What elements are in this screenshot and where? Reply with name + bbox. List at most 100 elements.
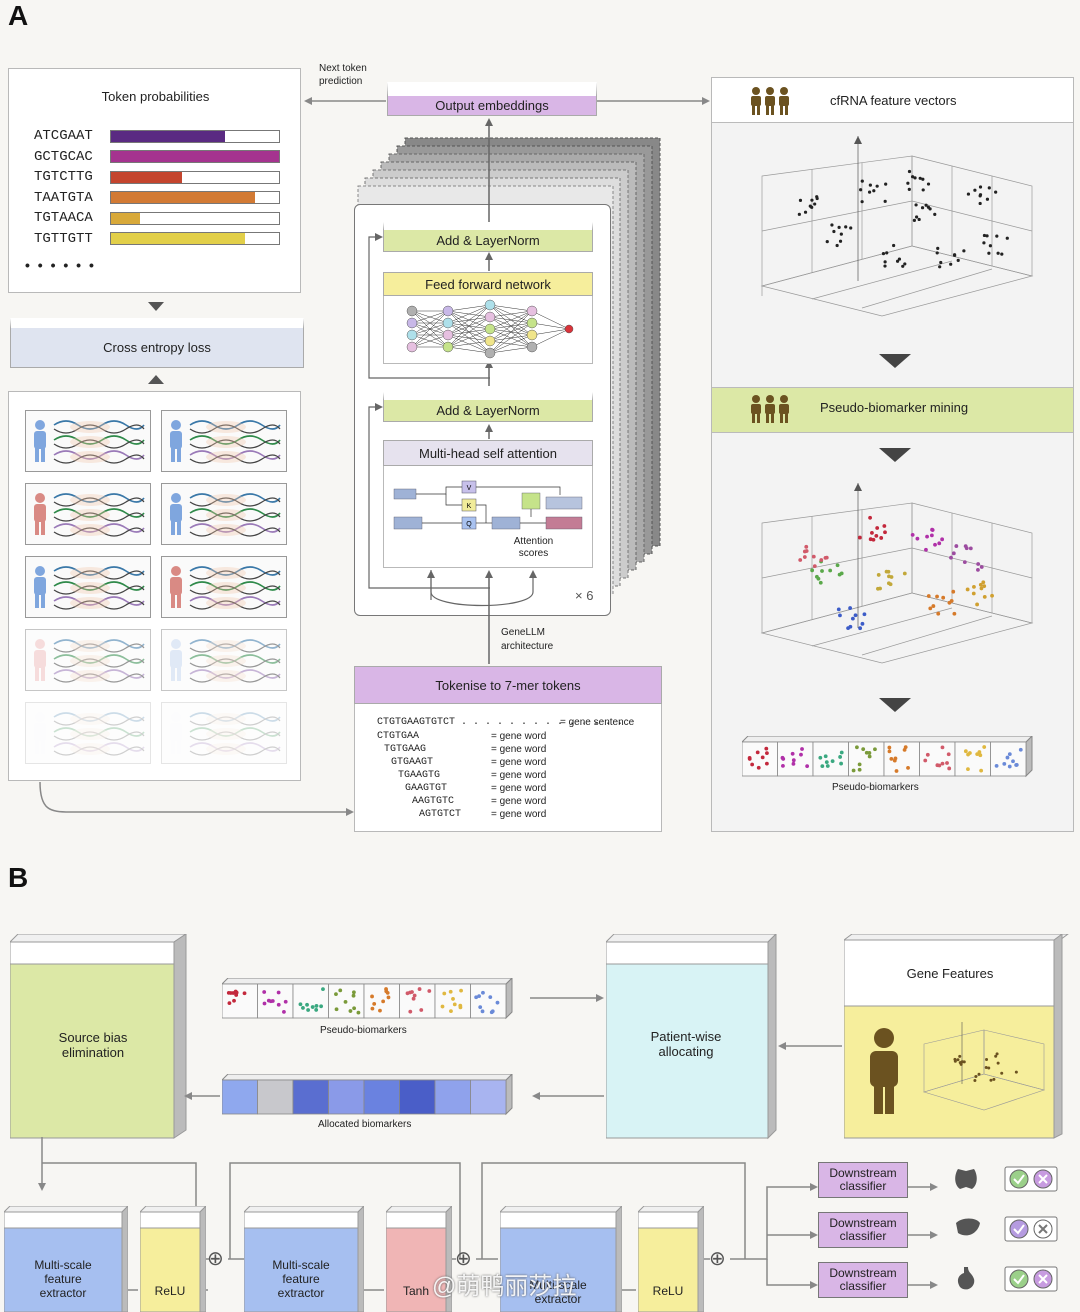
next-token-label: Next token prediction	[319, 63, 367, 87]
people-icon	[751, 87, 789, 115]
mini-scatter	[922, 1022, 1046, 1111]
token-row: ATCGAAT	[34, 128, 280, 144]
source-bias-label: Source bias elimination	[58, 1030, 128, 1060]
result-check-icons	[1004, 1166, 1058, 1192]
sample-cell	[25, 702, 151, 764]
panel-b-arrows	[184, 994, 842, 1100]
probability-bar	[110, 232, 280, 245]
lungs-icon	[955, 1169, 977, 1189]
tokenise-label: Tokenise to 7-mer tokens	[435, 677, 581, 693]
probability-fill	[111, 151, 279, 162]
probability-fill	[111, 130, 226, 142]
sample-cell	[25, 483, 151, 545]
gene-word: GTGAAGT	[391, 757, 434, 768]
token-label: ATCGAAT	[34, 128, 93, 144]
liver-icon	[956, 1218, 980, 1236]
k-label: K	[467, 503, 472, 510]
add-layernorm-bottom: Add & LayerNorm	[383, 392, 593, 422]
token-ellipsis: • • • • • •	[25, 257, 96, 273]
gene-word-eq: = gene word	[491, 770, 547, 781]
gene-word-eq: = gene word	[491, 783, 547, 794]
mhsa-box: Multi-head self attention V K Q Attentio…	[383, 440, 593, 568]
cross-entropy-label: Cross entropy loss	[103, 340, 211, 355]
cross-entropy-box: Cross entropy loss	[10, 318, 304, 368]
down-arrow-1	[879, 354, 911, 368]
pseudo-biomarkers-label-b: Pseudo-biomarkers	[320, 1025, 407, 1036]
attention-scores-label: Attention scores	[513, 536, 554, 559]
token-probabilities-box: Token probabilities ATCGAAT GCTGCAC TGTCTT…	[8, 68, 301, 293]
msfe1-label: Multi-scale feature extractor	[34, 1258, 92, 1300]
probability-fill	[111, 192, 256, 203]
add-layernorm-top-label: Add & LayerNorm	[436, 233, 540, 248]
msfe2-block	[244, 1206, 364, 1312]
sample-cell	[25, 556, 151, 618]
dna-strands-icon	[34, 493, 145, 537]
gene-features-label: Gene Features	[906, 966, 994, 981]
dna-strands-icon	[170, 639, 281, 683]
attention-diagram: V K Q	[393, 480, 583, 530]
dna-strands-icon	[34, 420, 145, 464]
q-label: Q	[466, 521, 472, 528]
gene-word-eq: = gene word	[491, 757, 547, 768]
patient-wise-label: Patient-wise allocating	[650, 1029, 722, 1059]
neural-network-icon	[406, 299, 574, 359]
pseudo-biomarkers-strip	[742, 736, 1033, 778]
probability-bar	[110, 170, 280, 184]
pseudo-biomarkers-strip-b	[222, 978, 513, 1020]
dna-strands-icon	[170, 420, 281, 464]
token-label: TAATGTA	[34, 189, 93, 206]
source-bias-3d	[10, 934, 187, 1139]
gene-word: TGAAGTG	[398, 770, 441, 781]
down-arrow-2	[879, 448, 911, 462]
token-row: TGTCTTG	[34, 169, 280, 185]
dna-strands-icon	[170, 712, 281, 756]
msfe3-block	[500, 1206, 622, 1312]
token-row: TGTTGTT	[34, 231, 280, 247]
gene-word: TGTGAAG	[384, 744, 427, 755]
v-label: V	[467, 485, 472, 492]
token-probabilities-title: Token probabilities	[101, 89, 210, 104]
cfrna-title: cfRNA feature vectors	[830, 93, 957, 108]
tanh-label: Tanh	[402, 1284, 430, 1298]
token-row: GCTGCAC	[34, 149, 280, 165]
probability-bar	[110, 191, 280, 204]
probability-bar	[110, 129, 280, 143]
output-embeddings-label: Output embeddings	[435, 98, 549, 113]
panel-a-letter: A	[8, 0, 29, 31]
relu2-label: ReLU	[652, 1284, 684, 1298]
gene-sentence-eq: = gene sentence	[560, 717, 635, 728]
dna-strands-icon	[170, 566, 281, 610]
tokenise-header: Tokenise to 7-mer tokens	[354, 666, 662, 704]
gene-word-eq: = gene word	[491, 809, 547, 820]
person-icon	[870, 1028, 898, 1114]
token-row: TGTAACA	[34, 210, 280, 226]
times-six-label: × 6	[575, 588, 594, 603]
gene-word-eq: = gene word	[491, 744, 547, 755]
add-layernorm-bottom-label: Add & LayerNorm	[436, 403, 540, 418]
add-layernorm-top: Add & LayerNorm	[383, 222, 593, 252]
dna-strands-icon	[34, 566, 145, 610]
sample-cell	[161, 556, 287, 618]
cross-entropy-arrows	[148, 302, 164, 384]
result-check-icons	[1004, 1266, 1058, 1292]
feed-forward-label: Feed forward network	[425, 276, 551, 292]
gene-word-eq: = gene word	[491, 731, 547, 742]
probability-fill	[111, 171, 182, 183]
plus-circle-2: ⊕	[455, 1248, 472, 1270]
sample-cell	[25, 410, 151, 472]
scatter-3d-colored	[760, 483, 1034, 664]
probability-fill	[111, 233, 246, 244]
gene-word: AGTGTCT	[419, 809, 462, 820]
allocated-biomarkers-strip	[222, 1074, 513, 1116]
sample-cell	[161, 483, 287, 545]
plus-circle-3: ⊕	[709, 1248, 726, 1270]
pseudo-biomarkers-label-a: Pseudo-biomarkers	[832, 782, 919, 793]
token-row: TAATGTA	[34, 189, 280, 206]
sample-cell	[25, 629, 151, 691]
msfe3-label: Multi-scale extractor	[529, 1278, 587, 1306]
gene-word: GAAGTGT	[405, 783, 448, 794]
dna-strands-icon	[170, 493, 281, 537]
pseudo-mining-label: Pseudo-biomarker mining	[820, 400, 969, 415]
stomach-icon	[957, 1267, 975, 1290]
downstream-classifier: Downstream classifier	[818, 1212, 908, 1248]
